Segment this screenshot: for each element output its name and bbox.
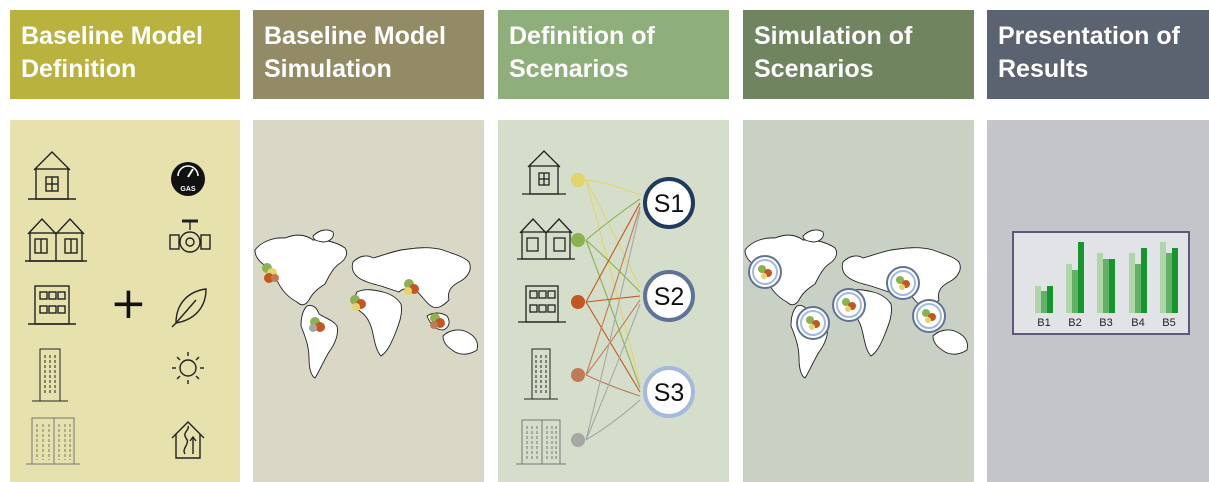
building-type-dot: [571, 233, 585, 247]
step-header-results: Presentation of Results: [987, 10, 1209, 99]
step-header-scenario-simulation: Simulation of Scenarios: [743, 10, 974, 99]
building-cluster-south-america: [309, 317, 325, 332]
scenario-link: [585, 179, 641, 289]
step-title-line2: Scenarios: [754, 55, 874, 83]
world-map: [254, 229, 478, 379]
panel-baseline-simulation: [253, 120, 484, 482]
scenario-link: [585, 206, 641, 376]
chart-bar: [1047, 285, 1053, 313]
chart-bar: [1035, 285, 1041, 313]
building-type-dot: [571, 433, 585, 447]
chart-bar: [1103, 258, 1109, 313]
building-type-dot: [571, 368, 585, 382]
chart-bar: [1078, 242, 1084, 313]
heat-pump-icon: [171, 421, 205, 459]
building-cluster-asia: [430, 313, 445, 329]
scenario-link: [585, 299, 641, 376]
step-header-baseline-definition: Baseline Model Definition: [10, 10, 240, 99]
chart-bar: [1172, 247, 1178, 313]
panel-scenario-simulation: [743, 120, 974, 482]
panel-scenario-definition: S1 S2 S3: [498, 120, 729, 482]
sun-icon: [172, 352, 204, 384]
panel-results: B1 B2 B3 B4 B5: [987, 120, 1209, 482]
chart-bar: [1135, 264, 1141, 313]
step-header-scenario-definition: Definition of Scenarios: [498, 10, 729, 99]
step-title-line1: Definition of: [509, 22, 655, 50]
scenario-cluster: [912, 299, 946, 333]
high-rise-building-icon: [26, 417, 80, 465]
panel-baseline-definition: GAS +: [10, 120, 240, 482]
scenario-s1-node: S1: [643, 177, 695, 229]
step-title-line1: Presentation of: [998, 22, 1180, 50]
gas-label: GAS: [180, 186, 196, 193]
step-title-line2: Results: [998, 55, 1089, 83]
scenario-link: [585, 239, 641, 293]
scenario-link: [585, 399, 641, 441]
chart-bar: [1109, 258, 1115, 313]
scenario-link: [585, 374, 641, 397]
scenario-s2-node: S2: [643, 270, 695, 322]
scenario-link: [585, 202, 641, 303]
scenario-label: S1: [653, 190, 685, 218]
step-title-line2: Definition: [21, 55, 137, 83]
step-title-line1: Simulation of: [754, 22, 913, 50]
water-valve-icon: [169, 219, 211, 253]
step-title-line2: Scenarios: [509, 55, 629, 83]
chart-tick-label: B5: [1162, 317, 1176, 329]
chart-bar: [1129, 253, 1135, 313]
plus-sign: +: [110, 278, 147, 329]
scenario-cluster: [886, 266, 920, 300]
chart-bar: [1097, 253, 1103, 313]
results-chart: B1 B2 B3 B4 B5: [1012, 231, 1190, 335]
gas-meter-icon: GAS: [171, 162, 205, 196]
building-type-dot: [571, 295, 585, 309]
single-house-icon: [522, 150, 566, 195]
building-cluster-africa: [350, 295, 366, 311]
scenario-link: [585, 179, 641, 385]
scenario-link: [585, 198, 641, 241]
scenario-label: S2: [653, 283, 685, 311]
scenario-link: [585, 301, 641, 393]
single-house-icon: [28, 151, 76, 200]
scenario-link: [585, 295, 641, 303]
chart-bar: [1072, 269, 1078, 313]
apartment-block-icon: [28, 285, 76, 325]
apartment-block-icon: [518, 285, 566, 323]
chart-tick-label: B4: [1131, 317, 1145, 329]
scenario-cluster: [796, 306, 830, 340]
scenario-links: [585, 179, 641, 441]
scenario-cluster: [748, 255, 782, 289]
step-header-baseline-simulation: Baseline Model Simulation: [253, 10, 484, 99]
step-title-line1: Baseline Model: [264, 22, 446, 50]
scenario-dots: [571, 173, 585, 447]
chart-tick-label: B1: [1037, 317, 1051, 329]
scenario-cluster: [832, 288, 866, 322]
building-cluster-europe: [404, 279, 419, 295]
mid-rise-building-icon: [524, 348, 558, 400]
chart-bar: [1160, 242, 1166, 313]
step-title-line2: Simulation: [264, 55, 392, 83]
building-cluster-americas: [262, 263, 279, 283]
mid-rise-building-icon: [32, 348, 68, 402]
building-type-dot: [571, 173, 585, 187]
step-title-line1: Baseline Model: [21, 22, 203, 50]
scenario-link: [585, 303, 641, 441]
scenario-label: S3: [653, 379, 685, 407]
high-rise-building-icon: [516, 419, 566, 465]
scenario-link: [585, 210, 641, 441]
semi-detached-house-icon: [517, 218, 575, 260]
scenario-link: [585, 239, 641, 389]
scenario-s3-node: S3: [643, 366, 695, 418]
leaf-icon: [171, 288, 207, 328]
chart-bar: [1066, 264, 1072, 313]
chart-bar: [1041, 291, 1047, 313]
chart-tick-label: B3: [1099, 317, 1113, 329]
chart-tick-label: B2: [1068, 317, 1082, 329]
chart-bar: [1141, 247, 1147, 313]
scenario-link: [585, 179, 641, 196]
semi-detached-house-icon: [25, 217, 87, 262]
chart-bar: [1166, 253, 1172, 313]
